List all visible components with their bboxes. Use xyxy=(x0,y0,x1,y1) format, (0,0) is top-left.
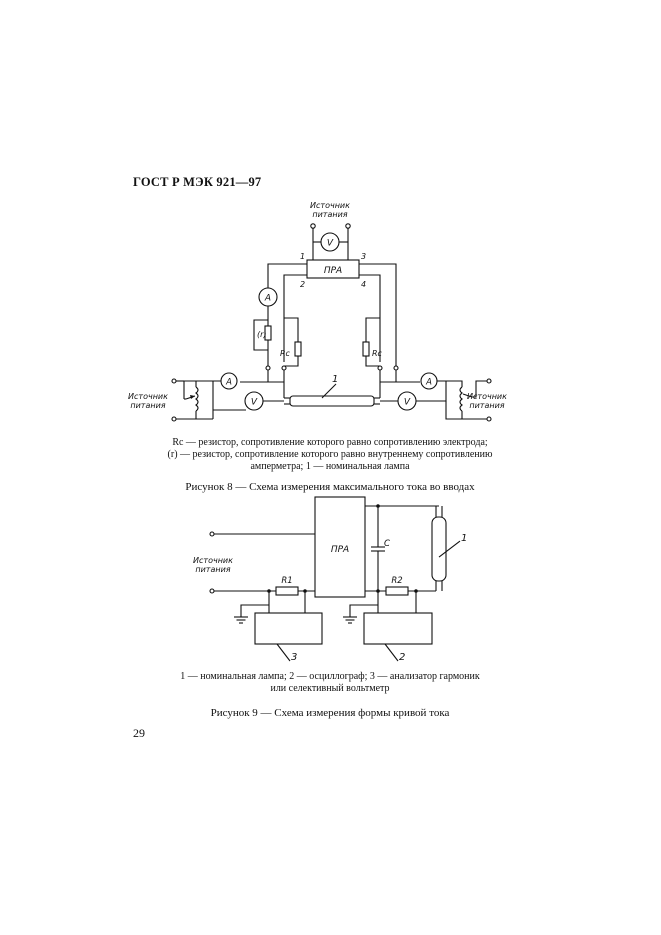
fig8-resistor-rc-left-label: Rc xyxy=(280,349,291,358)
fig8-resistor-rc-left xyxy=(294,341,302,357)
fig8-terminal-1: 1 xyxy=(300,252,305,261)
fig8-resistor-rc-right xyxy=(362,341,370,357)
fig8-lamp-label: 1 xyxy=(332,374,338,385)
fig9-source-line1: Источник xyxy=(193,556,233,565)
fig9-box-2 xyxy=(363,612,433,645)
page-number: 29 xyxy=(133,726,145,740)
fig9-ballast-label: ПРА xyxy=(331,545,349,555)
fig8-source-top-line1: Источник xyxy=(310,201,350,210)
fig8-terminal-2: 2 xyxy=(300,280,305,289)
fig8-top-terminal-right xyxy=(345,223,351,229)
fig9-resistor-r1-label: R1 xyxy=(281,576,292,586)
fig9-lamp-label: 1 xyxy=(461,533,467,544)
fig8-voltmeter-left-label: V xyxy=(251,398,258,408)
fig9-legend: 1 — номинальная лампа; 2 — осциллограф; … xyxy=(120,671,540,695)
fig8-legend-line3: амперметра; 1 — номинальная лампа xyxy=(250,461,410,472)
fig8-caption: Рисунок 8 — Схема измерения максимальног… xyxy=(185,481,475,493)
fig8-source-top-line2: питания xyxy=(312,210,347,219)
fig8-autotransformer-left xyxy=(195,386,199,412)
fig8-ammeter-right-supply-label: A xyxy=(425,378,432,388)
fig8-legend-line2: (r) — резистор, сопротивление которого р… xyxy=(167,449,493,460)
fig8-voltmeter-top xyxy=(320,232,340,252)
fig8-legend: Rc — резистор, сопротивление которого ра… xyxy=(120,437,540,473)
fig9-source-line2: питания xyxy=(195,565,230,574)
figure9-diagram: ПРА Источник питания R1 3 C xyxy=(193,496,467,663)
fig9-lamp xyxy=(431,516,447,582)
fig8-ammeter-left-label: A xyxy=(264,294,271,304)
fig8-top-terminal-left xyxy=(310,223,316,229)
fig9-legend-line2: или селективный вольтметр xyxy=(270,683,390,694)
fig8-legend-line1: Rc — резистор, сопротивление которого ра… xyxy=(172,437,488,448)
fig8-resistor-r-label: (r) xyxy=(257,330,267,339)
fig8-source-right-line2: питания xyxy=(469,401,504,410)
fig8-terminal-4: 4 xyxy=(361,280,366,289)
fig9-legend-line1: 1 — номинальная лампа; 2 — осциллограф; … xyxy=(180,671,480,682)
fig8-source-left-line1: Источник xyxy=(128,392,168,401)
fig8-ballast xyxy=(306,259,360,279)
fig9-box-3-label: 3 xyxy=(291,652,297,663)
fig8-autotransformer-right xyxy=(459,386,463,412)
fig9-box-3 xyxy=(254,612,323,645)
fig9-caption: Рисунок 9 — Схема измерения формы кривой… xyxy=(210,707,450,719)
fig9-capacitor-label: C xyxy=(384,539,390,549)
fig8-lamp xyxy=(289,395,375,407)
fig8-ballast-label: ПРА xyxy=(324,266,342,276)
document-header: ГОСТ Р МЭК 921—97 xyxy=(133,175,262,189)
fig9-ballast xyxy=(314,496,366,598)
figure8-diagram: Источник питания V ПРА 1 2 3 4 A (r) Rc xyxy=(128,201,507,422)
fig9-box-2-label: 2 xyxy=(399,652,405,663)
fig9-resistor-r2 xyxy=(385,586,409,596)
fig8-source-left-line2: питания xyxy=(130,401,165,410)
fig8-resistor-rc-right-label: Rc xyxy=(372,349,383,358)
fig8-source-right-line1: Источник xyxy=(467,392,507,401)
fig8-terminal-3: 3 xyxy=(361,252,366,261)
fig9-resistor-r1 xyxy=(275,586,299,596)
fig8-ammeter-left-supply-label: A xyxy=(225,378,232,388)
fig8-voltmeter-right-label: V xyxy=(404,398,411,408)
fig9-resistor-r2-label: R2 xyxy=(391,576,402,586)
fig8-voltmeter-top-label: V xyxy=(327,239,334,249)
